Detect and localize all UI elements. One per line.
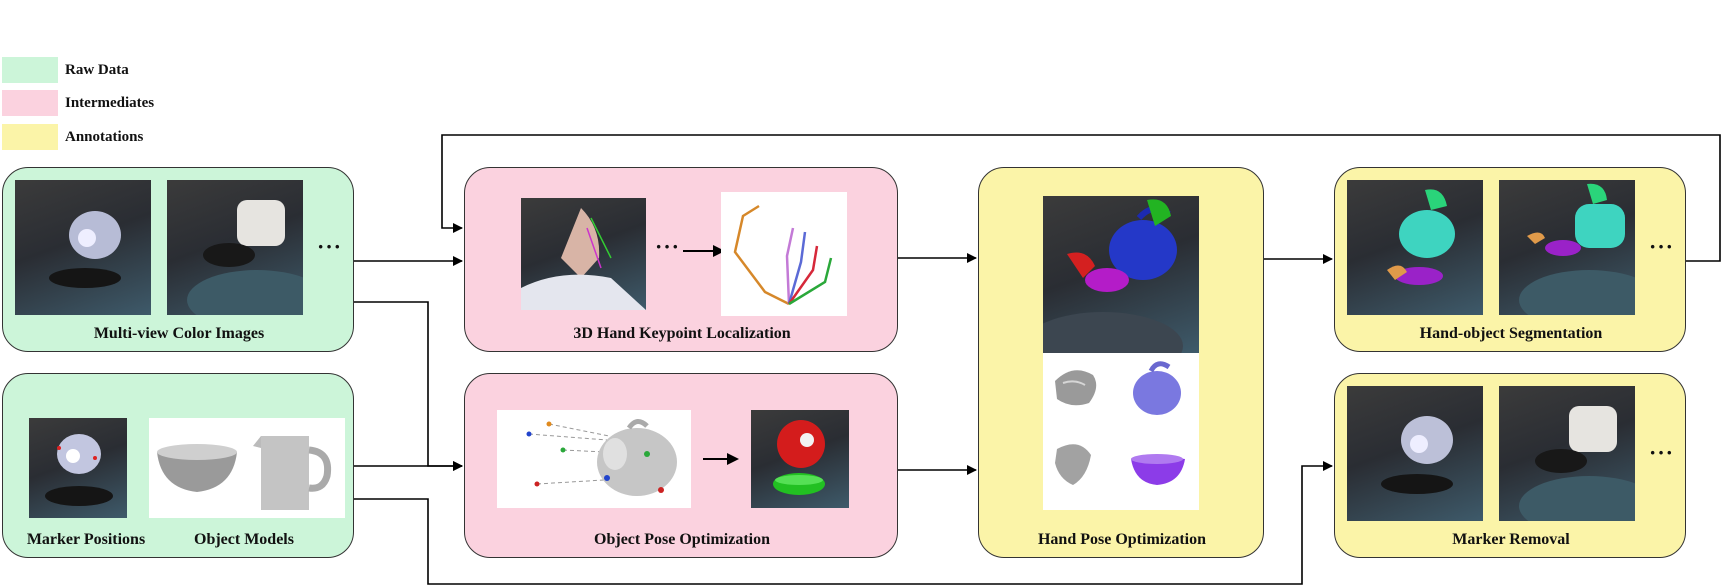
kettle-icon bbox=[45, 434, 113, 506]
hand-pose-render-image bbox=[1043, 196, 1199, 353]
panel-3d-hand-keypoint-localization: ··· 3D Hand Keypoint Localization bbox=[464, 167, 898, 352]
panel-multiview-color-images: ··· Multi-view Color Images bbox=[2, 167, 354, 352]
view-image-1 bbox=[15, 180, 151, 315]
arrow-multiview-to-objpose bbox=[354, 301, 463, 471]
caption-segmentation: Hand-object Segmentation bbox=[1419, 325, 1603, 342]
kettle-icon bbox=[1519, 406, 1635, 521]
kettle-icon bbox=[777, 420, 825, 468]
bowl-icon bbox=[1545, 240, 1581, 256]
legend-swatch-intermediate bbox=[2, 90, 58, 116]
ellipsis: ··· bbox=[1649, 234, 1675, 259]
hand-icon bbox=[1067, 252, 1095, 278]
keypoint-skeleton-image bbox=[721, 192, 847, 316]
arrow-to-marker-removal bbox=[354, 461, 1333, 585]
kettle-icon bbox=[1399, 210, 1455, 258]
caption-object-pose: Object Pose Optimization bbox=[594, 531, 770, 548]
caption-hand-pose: Hand Pose Optimization bbox=[1037, 531, 1206, 548]
bowl-icon bbox=[1395, 267, 1443, 285]
arrow-icon bbox=[683, 245, 725, 257]
caption-multiview: Multi-view Color Images bbox=[93, 325, 265, 342]
hand-icon bbox=[1527, 232, 1545, 244]
panel-hand-pose-optimization: Hand Pose Optimization bbox=[978, 167, 1264, 558]
hand-keypoint-image bbox=[521, 198, 646, 310]
hand-icon bbox=[1425, 189, 1447, 210]
bowl-icon bbox=[773, 473, 825, 495]
ellipsis: ··· bbox=[655, 234, 681, 259]
caption-marker-removal: Marker Removal bbox=[1452, 531, 1570, 548]
kettle-icon bbox=[1575, 204, 1625, 248]
kettle-icon bbox=[49, 211, 121, 288]
legend-swatch-annotation bbox=[2, 124, 58, 150]
object-pose-result-image bbox=[751, 410, 849, 508]
hand-icon bbox=[1055, 444, 1091, 485]
ellipsis: ··· bbox=[317, 234, 343, 259]
caption-marker-positions: Marker Positions bbox=[26, 531, 146, 548]
bowl-icon bbox=[157, 444, 237, 492]
arrow-feedback-loop bbox=[441, 134, 1721, 262]
bowl-icon bbox=[1085, 268, 1129, 292]
segmentation-image-1 bbox=[1347, 180, 1483, 315]
segmentation-image-2 bbox=[1499, 180, 1635, 315]
hand-icon bbox=[1055, 370, 1097, 406]
panel-markers-object-models: Marker Positions Object Models bbox=[2, 373, 354, 558]
caption-object-models: Object Models bbox=[194, 531, 294, 548]
legend-label-annotation: Annotations bbox=[65, 129, 144, 145]
kettle-icon bbox=[1133, 361, 1181, 415]
hand-icon bbox=[1387, 265, 1407, 280]
panel-hand-object-segmentation: ··· Hand-object Segmentation bbox=[1334, 167, 1686, 352]
marker-fitting-image bbox=[497, 410, 691, 508]
kettle-icon bbox=[597, 419, 677, 496]
bowl-icon bbox=[1131, 454, 1185, 485]
view-image-2 bbox=[167, 180, 303, 315]
ellipsis: ··· bbox=[1649, 440, 1675, 465]
marker-positions-image bbox=[29, 418, 127, 518]
kettle-icon bbox=[253, 436, 332, 510]
marker-removal-image-2 bbox=[1499, 386, 1635, 521]
legend-label-raw: Raw Data bbox=[65, 62, 129, 78]
panel-object-pose-optimization: Object Pose Optimization bbox=[464, 373, 898, 558]
hand-object-models-image bbox=[1043, 353, 1199, 510]
kettle-icon bbox=[1381, 416, 1453, 494]
legend-label-intermediate: Intermediates bbox=[65, 95, 155, 111]
caption-keypoint-localization: 3D Hand Keypoint Localization bbox=[573, 325, 791, 342]
arrow-icon bbox=[703, 453, 739, 465]
legend-swatch-raw bbox=[2, 57, 58, 83]
marker-removal-image-1 bbox=[1347, 386, 1483, 521]
hand-icon bbox=[521, 208, 646, 310]
kettle-icon bbox=[187, 200, 303, 315]
hand-icon bbox=[1587, 183, 1607, 204]
panel-marker-removal: ··· Marker Removal bbox=[1334, 373, 1686, 558]
object-models-image bbox=[149, 418, 345, 518]
hand-icon bbox=[1147, 199, 1171, 226]
